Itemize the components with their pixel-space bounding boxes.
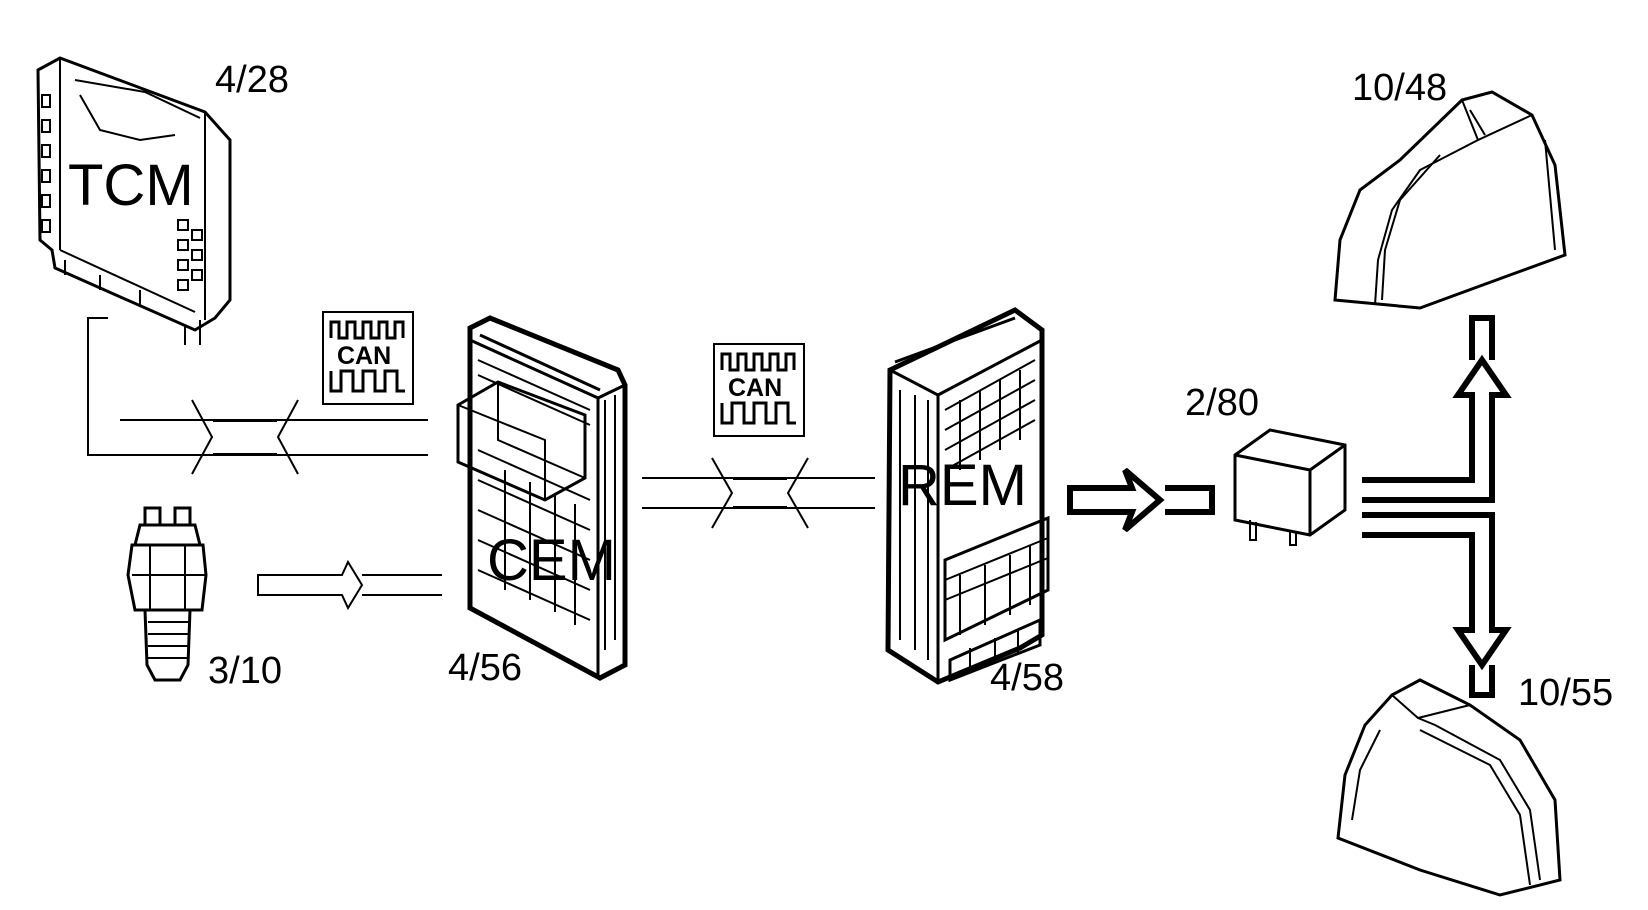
tcm-ref: 4/28 (215, 59, 289, 101)
cem-ref: 4/56 (448, 647, 522, 689)
can-bus-badge: CAN (322, 311, 414, 405)
cem-module: CEM 4/56 (448, 315, 628, 689)
cem-label: CEM (487, 528, 616, 593)
relay-ref: 2/80 (1185, 382, 1259, 424)
tcm-label: TCM (68, 153, 194, 218)
relay-lamp-outputs (1362, 315, 1512, 698)
rem-ref: 4/58 (990, 657, 1064, 699)
rem-module: REM 4/58 (885, 307, 1064, 699)
lamp-bottom: 10/55 (1336, 672, 1613, 897)
tcm-cem-can-link (87, 317, 428, 475)
switch-ref: 3/10 (208, 650, 282, 692)
lamp-bottom-ref: 10/55 (1518, 672, 1613, 714)
can-badge-label: CAN (337, 342, 391, 370)
rem-relay-output-arrow (1067, 467, 1215, 533)
lamp-top: 10/48 (1333, 67, 1567, 310)
can-bus-badge: CAN (713, 343, 805, 437)
lamp-top-ref: 10/48 (1352, 67, 1447, 109)
brake-light-switch: 3/10 (126, 506, 282, 692)
can-badge-label: CAN (728, 374, 782, 402)
rem-label: REM (898, 453, 1027, 518)
switch-cem-signal (257, 559, 442, 611)
cem-rem-can-link (642, 457, 875, 529)
tcm-module: TCM 4/28 (36, 56, 289, 345)
relay: 2/80 (1185, 382, 1347, 546)
